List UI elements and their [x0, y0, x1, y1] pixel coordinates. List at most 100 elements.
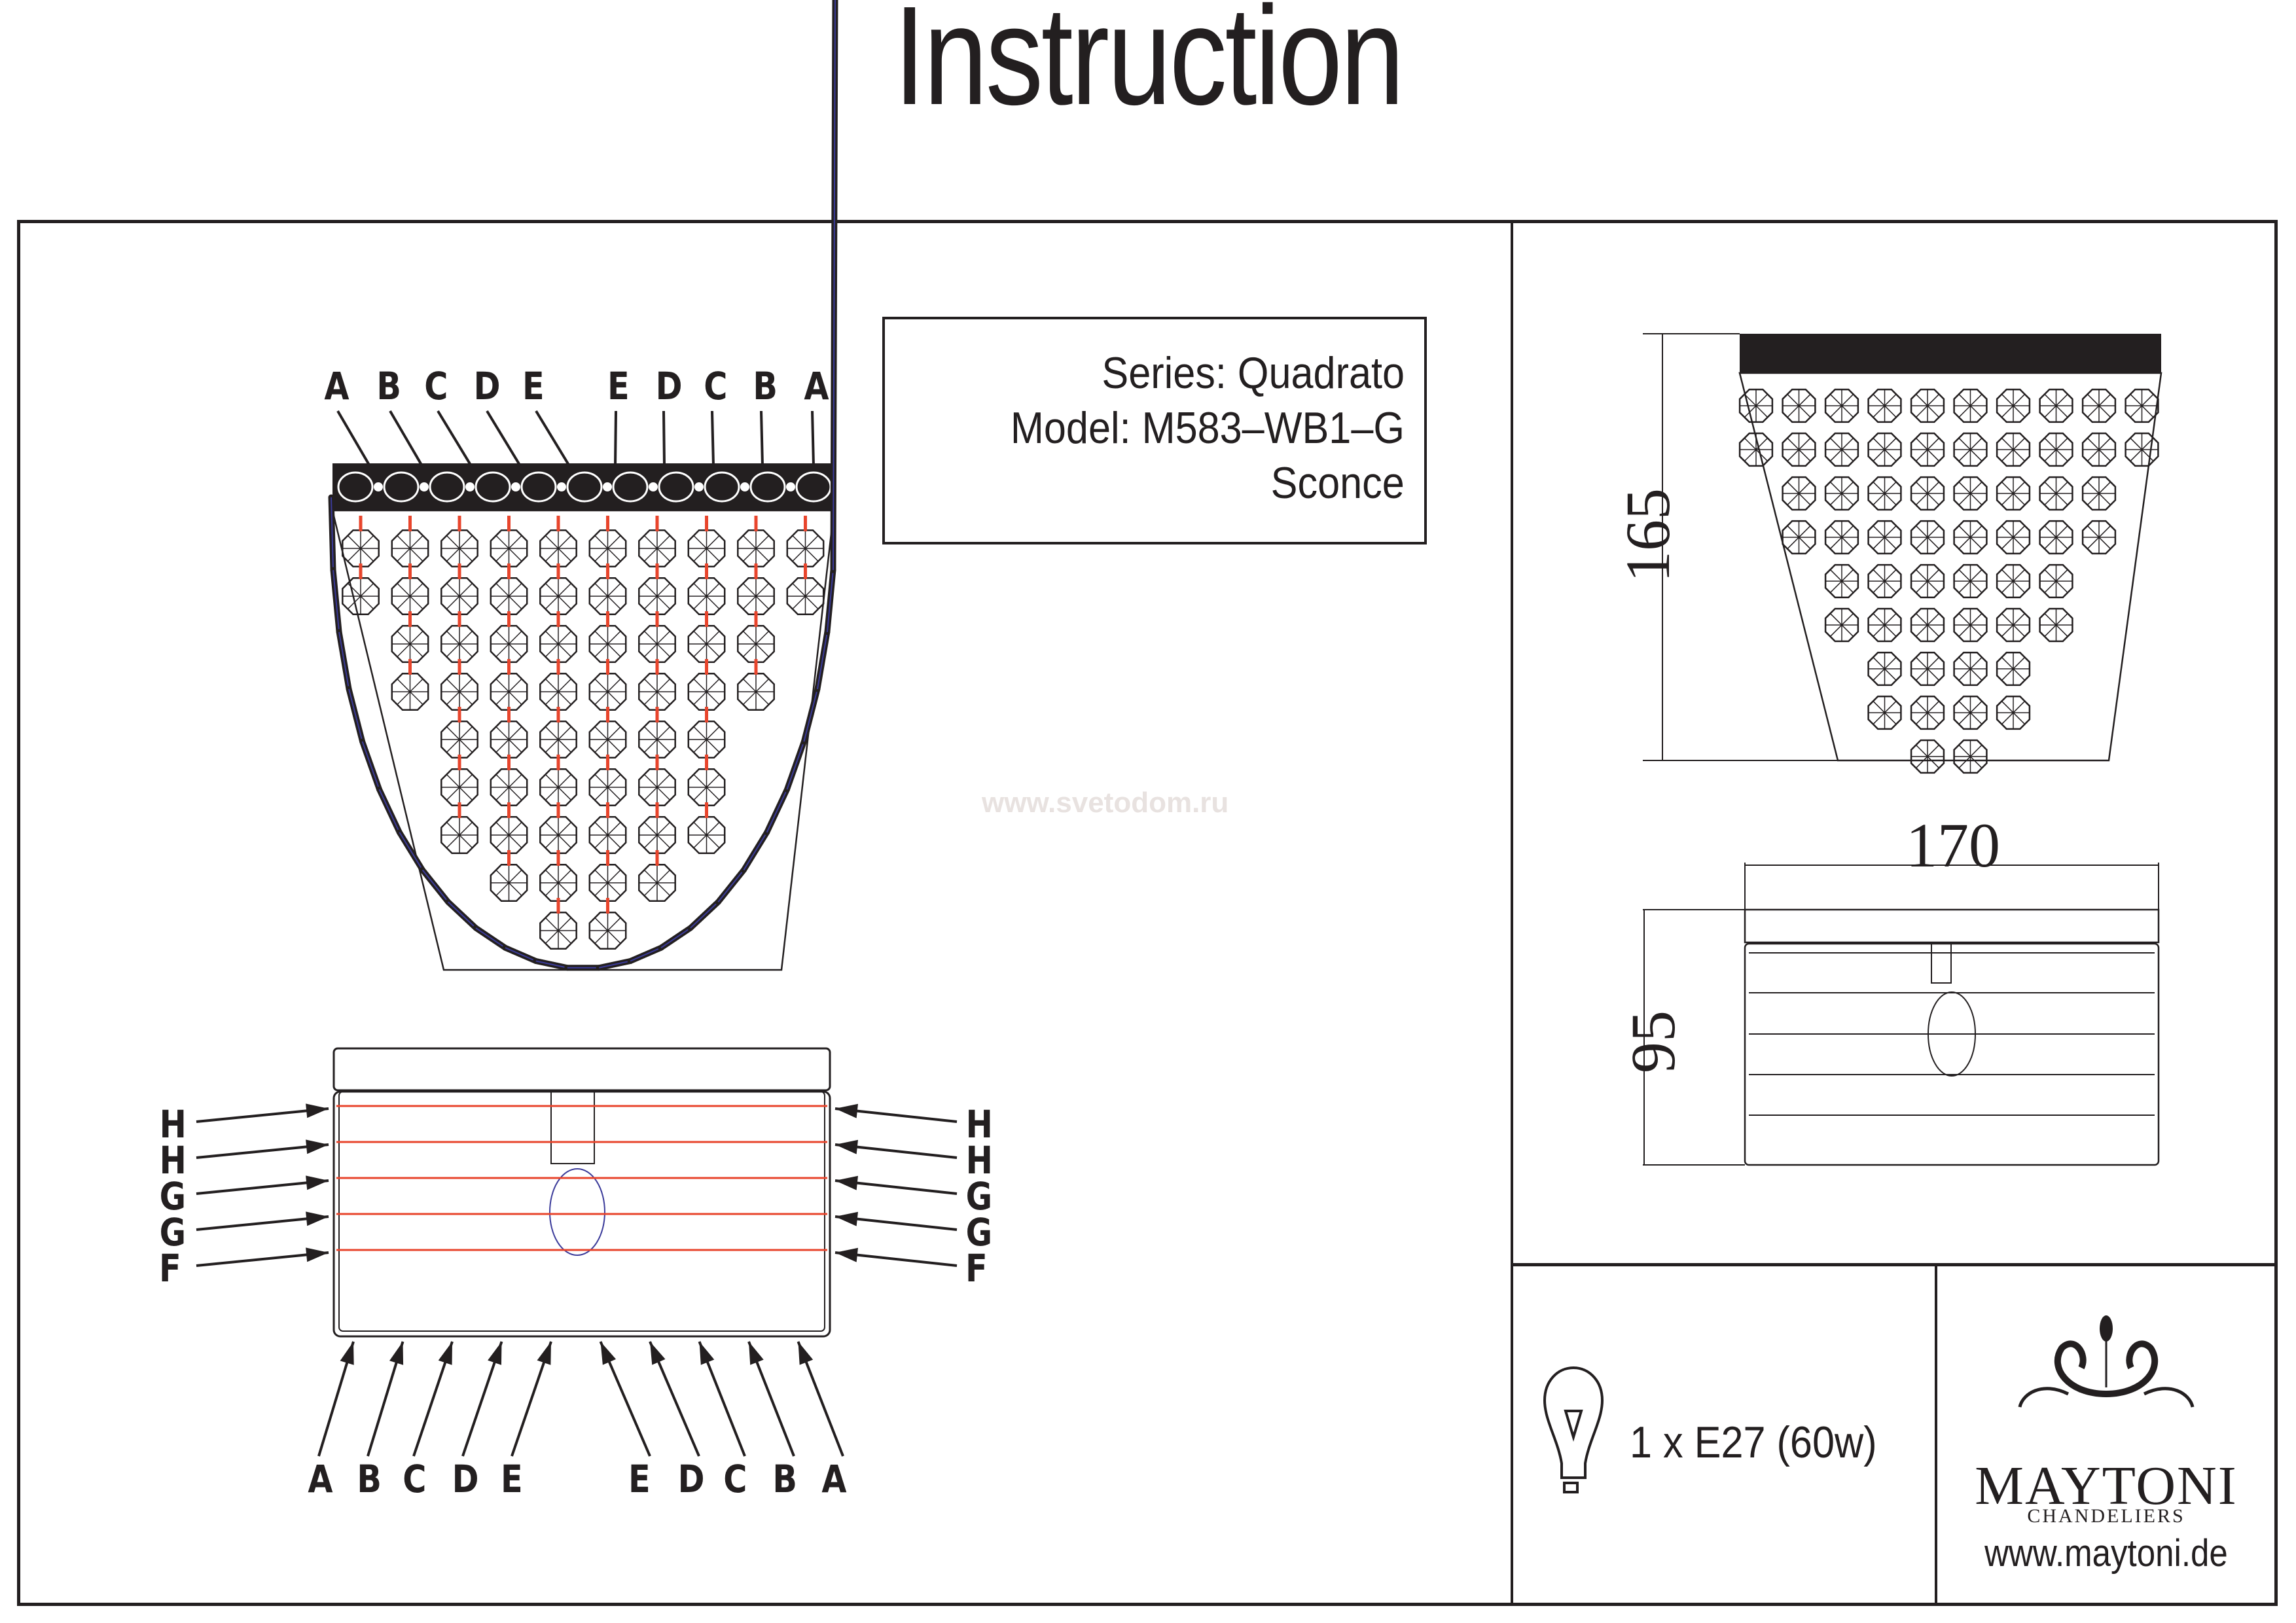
- bottom-pointer-arrow: [747, 1341, 795, 1457]
- crystal-octagon: [588, 673, 627, 711]
- side-crystal-octagon: [1824, 476, 1859, 511]
- side-crystal-octagon: [2039, 520, 2073, 555]
- crystal-octagon: [490, 721, 528, 758]
- crystal-octagon: [539, 721, 577, 758]
- front-leader-line: [760, 410, 764, 467]
- crystal-octagon: [588, 864, 627, 902]
- front-leader-line: [437, 410, 473, 467]
- side-crystal-octagon: [1824, 563, 1859, 599]
- band-ornament: [658, 471, 694, 503]
- left-label-g: G: [159, 1174, 187, 1219]
- bulb-base: [1563, 1482, 1579, 1493]
- crystal-octagon: [391, 529, 429, 567]
- frame-divider-vertical: [1511, 220, 1513, 1606]
- crystal-octagon: [588, 768, 627, 806]
- crystal-octagon: [638, 721, 676, 758]
- crystal-octagon: [638, 529, 676, 567]
- band-ornament-dot: [786, 482, 795, 491]
- bead-chain-core: [535, 960, 568, 969]
- side-crystal-octagon: [2039, 388, 2073, 423]
- crystal-octagon: [687, 529, 726, 567]
- side-crystal-octagon: [2081, 476, 2117, 511]
- crystal-octagon: [588, 721, 627, 758]
- brand-url: www.maytoni.de: [1984, 1532, 2228, 1575]
- bottom-label-d: D: [677, 1457, 705, 1501]
- front-label-e: E: [522, 364, 545, 408]
- crystal-octagon: [638, 864, 676, 902]
- bead-chain-core: [717, 869, 745, 902]
- chandelier-ornament-icon: [2018, 1315, 2195, 1408]
- crystal-octagon: [539, 529, 577, 567]
- crystal-octagon: [638, 673, 676, 711]
- crystal-octagon: [539, 816, 577, 854]
- front-leader-line: [336, 410, 371, 467]
- front-leader-line: [535, 410, 571, 467]
- left-label-h: H: [159, 1102, 187, 1147]
- side-crystal-octagon: [1910, 388, 1945, 423]
- crystal-octagon: [687, 577, 726, 615]
- top-view-wall-plate: [1744, 908, 2160, 944]
- crystal-octagon: [588, 625, 627, 663]
- side-crystal-octagon: [1782, 520, 1816, 555]
- bead-chain-core: [598, 960, 631, 969]
- bead-chain-core: [803, 688, 818, 742]
- front-label-c: C: [424, 364, 448, 408]
- ornament-finial: [2100, 1315, 2113, 1342]
- side-crystal-octagon: [1953, 695, 1988, 730]
- bead-chain-core: [826, 569, 834, 632]
- bead-chain-core: [505, 947, 537, 962]
- bead-chain-core: [766, 789, 788, 833]
- band-ornament-dot: [511, 482, 520, 491]
- side-crystal-octagon: [1867, 520, 1902, 555]
- crystal-octagon: [539, 673, 577, 711]
- bottom-pointer-arrow: [461, 1341, 503, 1457]
- band-ornament-dot: [649, 482, 658, 491]
- side-crystal-octagon: [2039, 476, 2073, 511]
- side-crystal-octagon: [1782, 476, 1816, 511]
- side-crystal-octagon: [1910, 651, 1945, 687]
- crystal-octagon: [539, 625, 577, 663]
- watermark: www.svetodom.ru: [982, 787, 1229, 819]
- bottom-label-c: C: [723, 1457, 747, 1501]
- bead-chain-core: [332, 569, 340, 632]
- bottom-label-e: E: [628, 1457, 651, 1501]
- band-ornament: [337, 471, 374, 503]
- side-crystal-octagon: [1867, 607, 1902, 643]
- series-label: Series: Quadrato: [1102, 348, 1405, 398]
- side-crystal-octagon: [1867, 651, 1902, 687]
- crystal-octagon: [490, 864, 528, 902]
- side-crystal-octagon: [1953, 476, 1988, 511]
- crystal-octagon: [539, 864, 577, 902]
- crystal-octagon: [638, 577, 676, 615]
- side-crystal-octagon: [2039, 432, 2073, 467]
- dimension-depth: 95: [1618, 1010, 1688, 1073]
- bottom-pointer-arrow: [599, 1341, 651, 1457]
- side-crystal-octagon: [1867, 432, 1902, 467]
- front-label-d: D: [473, 364, 501, 408]
- band-ornament-dot: [740, 482, 749, 491]
- crystal-octagon: [687, 721, 726, 758]
- side-crystal-octagon: [2125, 388, 2159, 423]
- side-crystal-octagon: [1996, 476, 2031, 511]
- band-ornament-dot: [557, 482, 566, 491]
- side-crystal-octagon: [1953, 432, 1988, 467]
- brand-subtitle: CHANDELIERS: [2027, 1505, 2185, 1527]
- band-ornament: [383, 471, 420, 503]
- crystal-octagon: [786, 529, 825, 567]
- side-crystal-octagon: [1782, 388, 1816, 423]
- crystal-octagon: [490, 529, 528, 567]
- crystal-octagon: [490, 625, 528, 663]
- crystal-octagon: [539, 577, 577, 615]
- crystal-octagon: [342, 577, 380, 615]
- band-ornament-dot: [420, 482, 429, 491]
- bottom-label-b: B: [772, 1457, 797, 1501]
- side-crystal-octagon: [1953, 651, 1988, 687]
- crystal-octagon: [638, 625, 676, 663]
- crystal-octagon: [391, 673, 429, 711]
- side-crystal-octagon: [1996, 651, 2031, 687]
- bottom-pointer-arrow: [649, 1341, 700, 1457]
- crystal-octagon: [786, 577, 825, 615]
- crystal-octagon: [687, 673, 726, 711]
- band-ornament: [749, 471, 786, 503]
